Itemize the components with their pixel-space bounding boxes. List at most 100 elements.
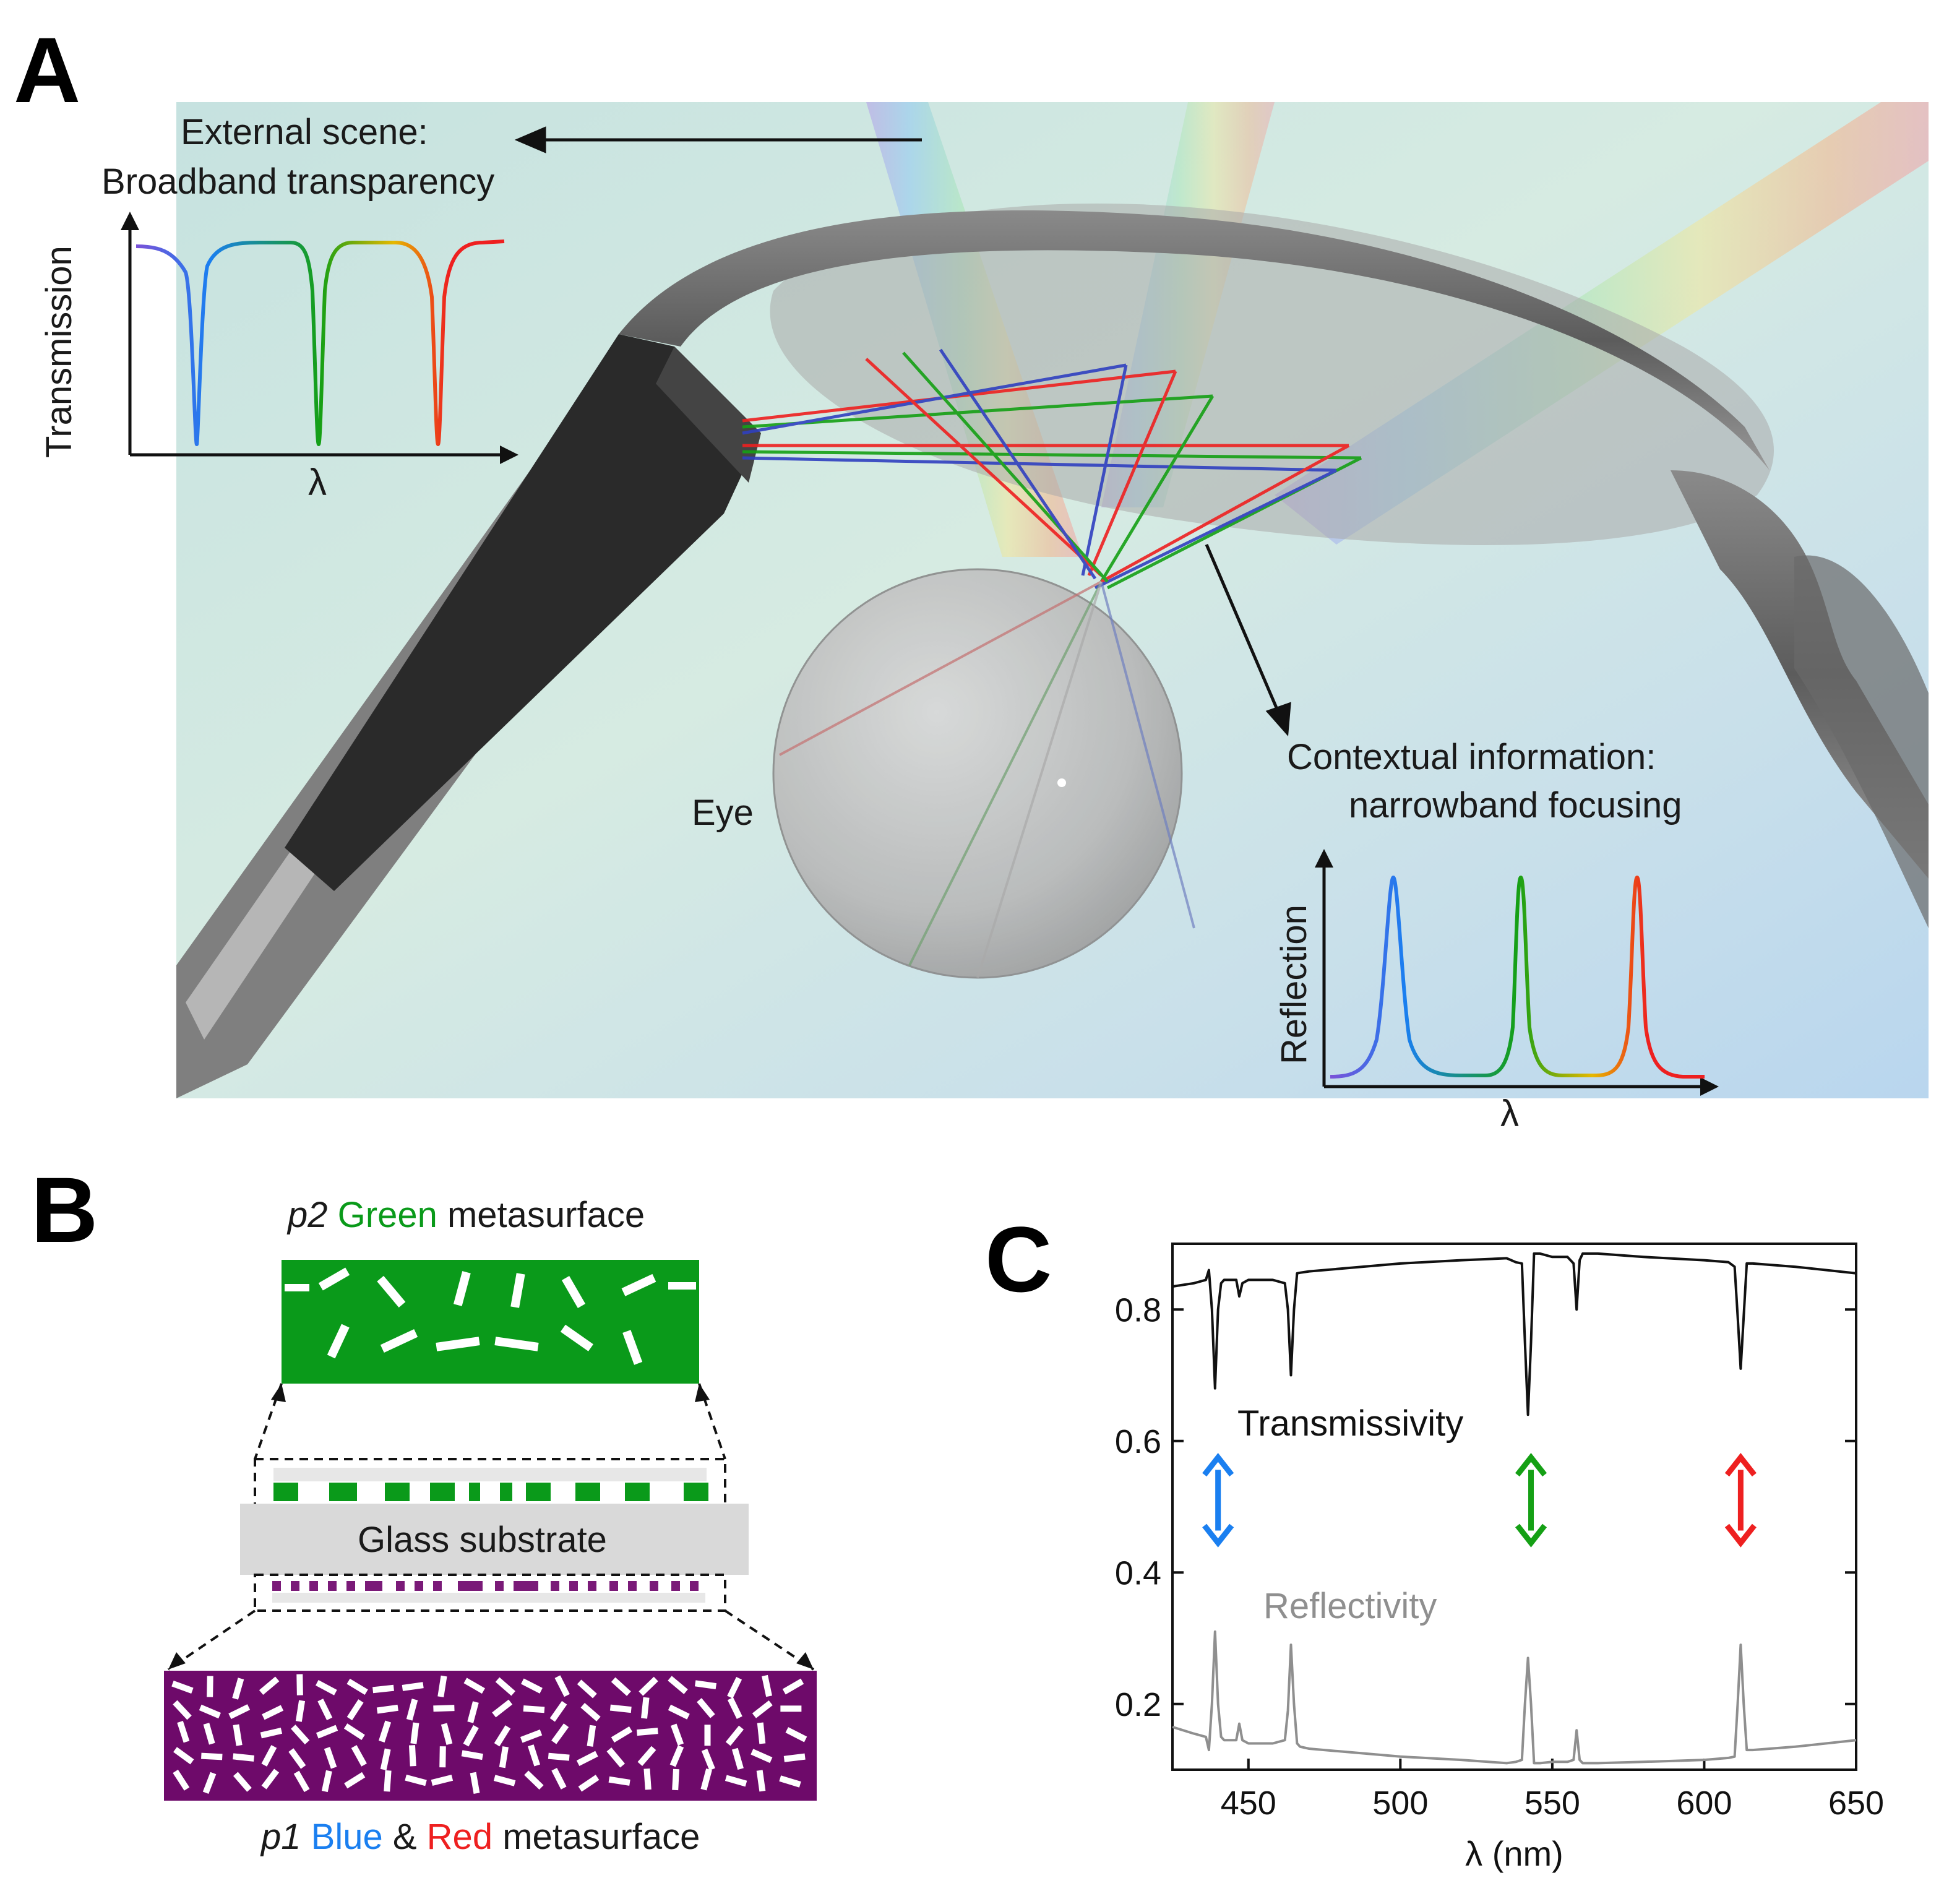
- purple-nanorod: [380, 1748, 391, 1770]
- purple-nanorod: [669, 1745, 684, 1767]
- purple-nanorod: [587, 1725, 596, 1747]
- purple-nanorod: [379, 1720, 392, 1742]
- purple-nanorod: [324, 1747, 337, 1769]
- purple-nanorod: [727, 1697, 742, 1719]
- purple-nanorod: [295, 1700, 306, 1722]
- purple-nanorod: [641, 1697, 650, 1719]
- purple-nanorod: [527, 1744, 541, 1767]
- y-tick-label: 0.2: [1115, 1686, 1161, 1723]
- external-scene-title: External scene:: [181, 112, 428, 152]
- purple-nanorod: [492, 1699, 513, 1718]
- double-arrow-head-up: [1202, 1453, 1234, 1477]
- purple-nanorod: [611, 1677, 631, 1696]
- purple-nanorod: [433, 1705, 455, 1712]
- transmissivity-annotation: Transmissivity: [1237, 1403, 1463, 1444]
- purple-nanorod: [548, 1752, 570, 1761]
- purple-nanorod: [577, 1679, 597, 1699]
- purple-nanorod: [731, 1747, 744, 1770]
- y-tick-label: 0.8: [1115, 1291, 1161, 1329]
- purple-nanorod: [461, 1750, 483, 1760]
- purple-nanorod: [762, 1674, 772, 1697]
- purple-nanorod: [639, 1676, 658, 1696]
- purple-nanorod: [296, 1674, 303, 1695]
- transmission-inset: [121, 212, 518, 464]
- purple-pillars: [272, 1581, 699, 1591]
- purple-nanorod: [202, 1772, 217, 1794]
- reflectivity-annotation: Reflectivity: [1263, 1586, 1437, 1626]
- purple-nanorod: [493, 1775, 516, 1786]
- y-tick-label: 0.4: [1115, 1554, 1161, 1592]
- purple-nanorod: [554, 1675, 570, 1697]
- broadband-transparency-title: Broadband transparency: [101, 162, 495, 202]
- purple-nanorod: [608, 1776, 630, 1786]
- blue-word: Blue: [311, 1817, 383, 1857]
- purple-nanorod: [315, 1679, 337, 1695]
- purple-nanorod: [321, 1770, 332, 1793]
- p2-label: p2: [288, 1195, 328, 1235]
- purple-nanorod: [551, 1767, 567, 1790]
- purple-nanorod: [376, 1704, 398, 1714]
- purple-nanorod: [521, 1678, 543, 1694]
- purple-nanorod: [782, 1678, 804, 1695]
- x-tick-label: 650: [1828, 1785, 1884, 1822]
- purple-nanorod: [260, 1728, 283, 1739]
- p1-label: p1: [261, 1817, 301, 1857]
- purple-nanorod: [346, 1678, 368, 1695]
- purple-nanorods: [171, 1674, 807, 1794]
- purple-nanorod: [384, 1770, 392, 1792]
- double-arrow-head-up: [1724, 1453, 1757, 1477]
- x-axis-label: λ (nm): [1465, 1834, 1563, 1873]
- purple-nanorod: [228, 1704, 251, 1720]
- purple-nanorod: [725, 1725, 744, 1746]
- purple-nanorod: [177, 1720, 190, 1743]
- chart-frame: [1171, 1243, 1857, 1771]
- purple-nanorod: [439, 1746, 446, 1768]
- reflection-axis-label: Reflection: [1274, 905, 1314, 1064]
- purple-nanorod: [751, 1749, 773, 1764]
- purple-nanorod: [467, 1701, 479, 1723]
- metasurface-word-top: metasurface: [447, 1195, 645, 1235]
- purple-nanorod: [316, 1725, 338, 1739]
- purple-nanorod: [580, 1703, 601, 1721]
- panel-a-letter: A: [14, 18, 81, 122]
- purple-nanorod: [232, 1678, 244, 1700]
- contextual-info-title: Contextual information:: [1287, 737, 1656, 777]
- green-nanorods: [285, 1267, 696, 1365]
- purple-nanorod: [606, 1747, 626, 1768]
- double-arrow-head-down: [1202, 1523, 1234, 1548]
- purple-nanorod: [288, 1748, 306, 1769]
- double-arrow-head-up: [1515, 1453, 1547, 1477]
- purple-nanorod: [406, 1699, 418, 1721]
- purple-nanorod: [463, 1725, 479, 1747]
- purple-nanorod: [757, 1722, 766, 1744]
- purple-nanorod: [576, 1751, 598, 1767]
- purple-nanorod: [431, 1775, 454, 1786]
- purple-nanorod: [520, 1729, 543, 1743]
- panel-a-illustration: [121, 102, 1929, 1098]
- red-word: Red: [426, 1817, 493, 1857]
- green-metasurface-title: p2 Green metasurface: [288, 1194, 645, 1236]
- purple-nanorod: [671, 1723, 684, 1746]
- purple-nanorod: [785, 1727, 807, 1742]
- purple-nanorod: [780, 1705, 802, 1712]
- panel-b-diagram: [164, 1260, 817, 1801]
- purple-nanorod: [668, 1704, 690, 1720]
- green-pillars: [273, 1483, 708, 1501]
- purple-nanorod: [343, 1723, 365, 1740]
- purple-nanorod: [233, 1724, 243, 1746]
- double-arrow-head-down: [1515, 1523, 1547, 1548]
- purple-nanorod: [261, 1768, 280, 1790]
- purple-nanorod: [611, 1726, 633, 1743]
- purple-nanorod: [524, 1770, 544, 1790]
- transmission-lambda-label: λ: [308, 462, 327, 503]
- purple-nanorod: [372, 1684, 394, 1694]
- purple-nanorod: [344, 1772, 366, 1789]
- purple-nanorod: [752, 1700, 773, 1718]
- series-line-transmissivity: [1172, 1252, 1857, 1416]
- purple-nanorod: [203, 1723, 215, 1745]
- x-tick-label: 600: [1676, 1785, 1732, 1822]
- purple-nanorod: [609, 1704, 632, 1713]
- purple-nanorod: [410, 1722, 419, 1744]
- narrowband-focusing-title: narrowband focusing: [1349, 785, 1682, 825]
